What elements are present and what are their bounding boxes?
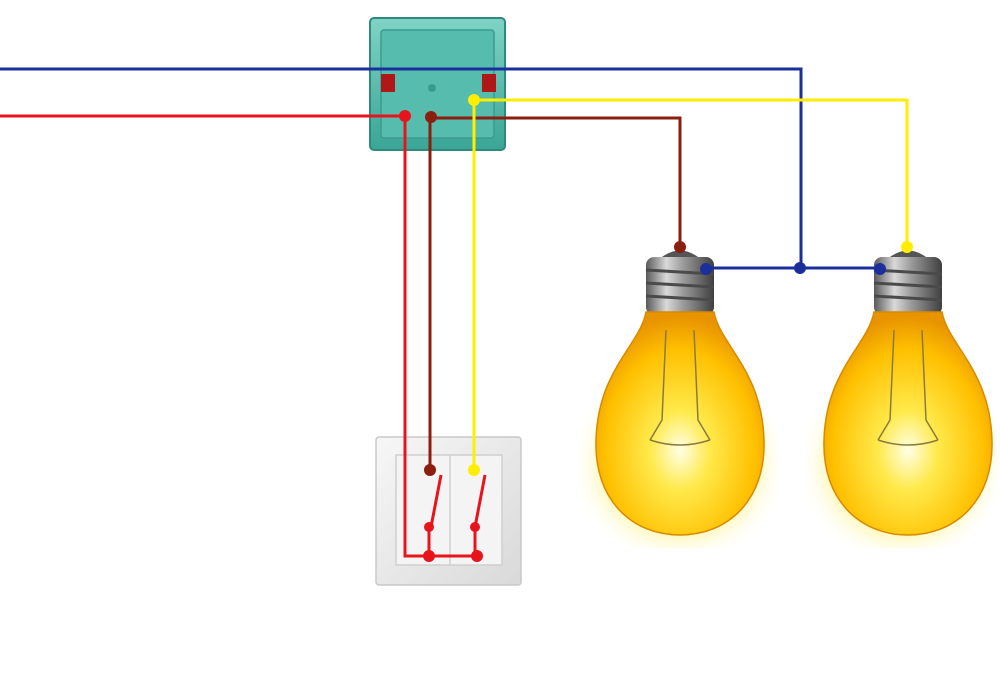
- lamp-2-base: [873, 250, 943, 315]
- lamp-1-glass: [595, 311, 765, 536]
- box-terminal-right: [482, 74, 496, 92]
- wires: [0, 67, 909, 558]
- switch-2-contact-node: [470, 522, 480, 532]
- lamp-2-glass: [823, 311, 993, 536]
- switch-1-input-node: [423, 550, 435, 562]
- lamp-1: [578, 250, 780, 548]
- box-terminal-left: [381, 74, 395, 92]
- double-gang-switch[interactable]: [375, 436, 522, 586]
- neutral-node-lamp-2: [874, 263, 886, 275]
- switch-contact-2: [473, 474, 487, 528]
- junction-box: [369, 17, 506, 151]
- output-2-node-box: [468, 94, 480, 106]
- neutral-node-junction: [794, 262, 806, 274]
- switch-1-output-node: [424, 464, 436, 476]
- lamp-1-filament: [649, 329, 711, 446]
- output-2-node-lamp: [901, 241, 913, 253]
- neutral-wire: [0, 67, 803, 268]
- phase-node-box: [399, 110, 411, 122]
- switch-contact-1: [429, 474, 443, 528]
- lamp-2: [806, 250, 1000, 548]
- connection-points: [399, 94, 913, 562]
- output-1-node-lamp: [674, 241, 686, 253]
- lamp-2-filament: [877, 329, 939, 446]
- output-wire-2: [472, 98, 909, 470]
- output-1-node-box: [425, 111, 437, 123]
- phase-wire: [0, 114, 477, 558]
- lamp-1-base: [645, 250, 715, 315]
- output-wire-1: [428, 116, 682, 470]
- switch-1-contact-node: [424, 522, 434, 532]
- neutral-node-lamp-1: [700, 263, 712, 275]
- switch-2-output-node: [468, 464, 480, 476]
- switch-2-input-node: [471, 550, 483, 562]
